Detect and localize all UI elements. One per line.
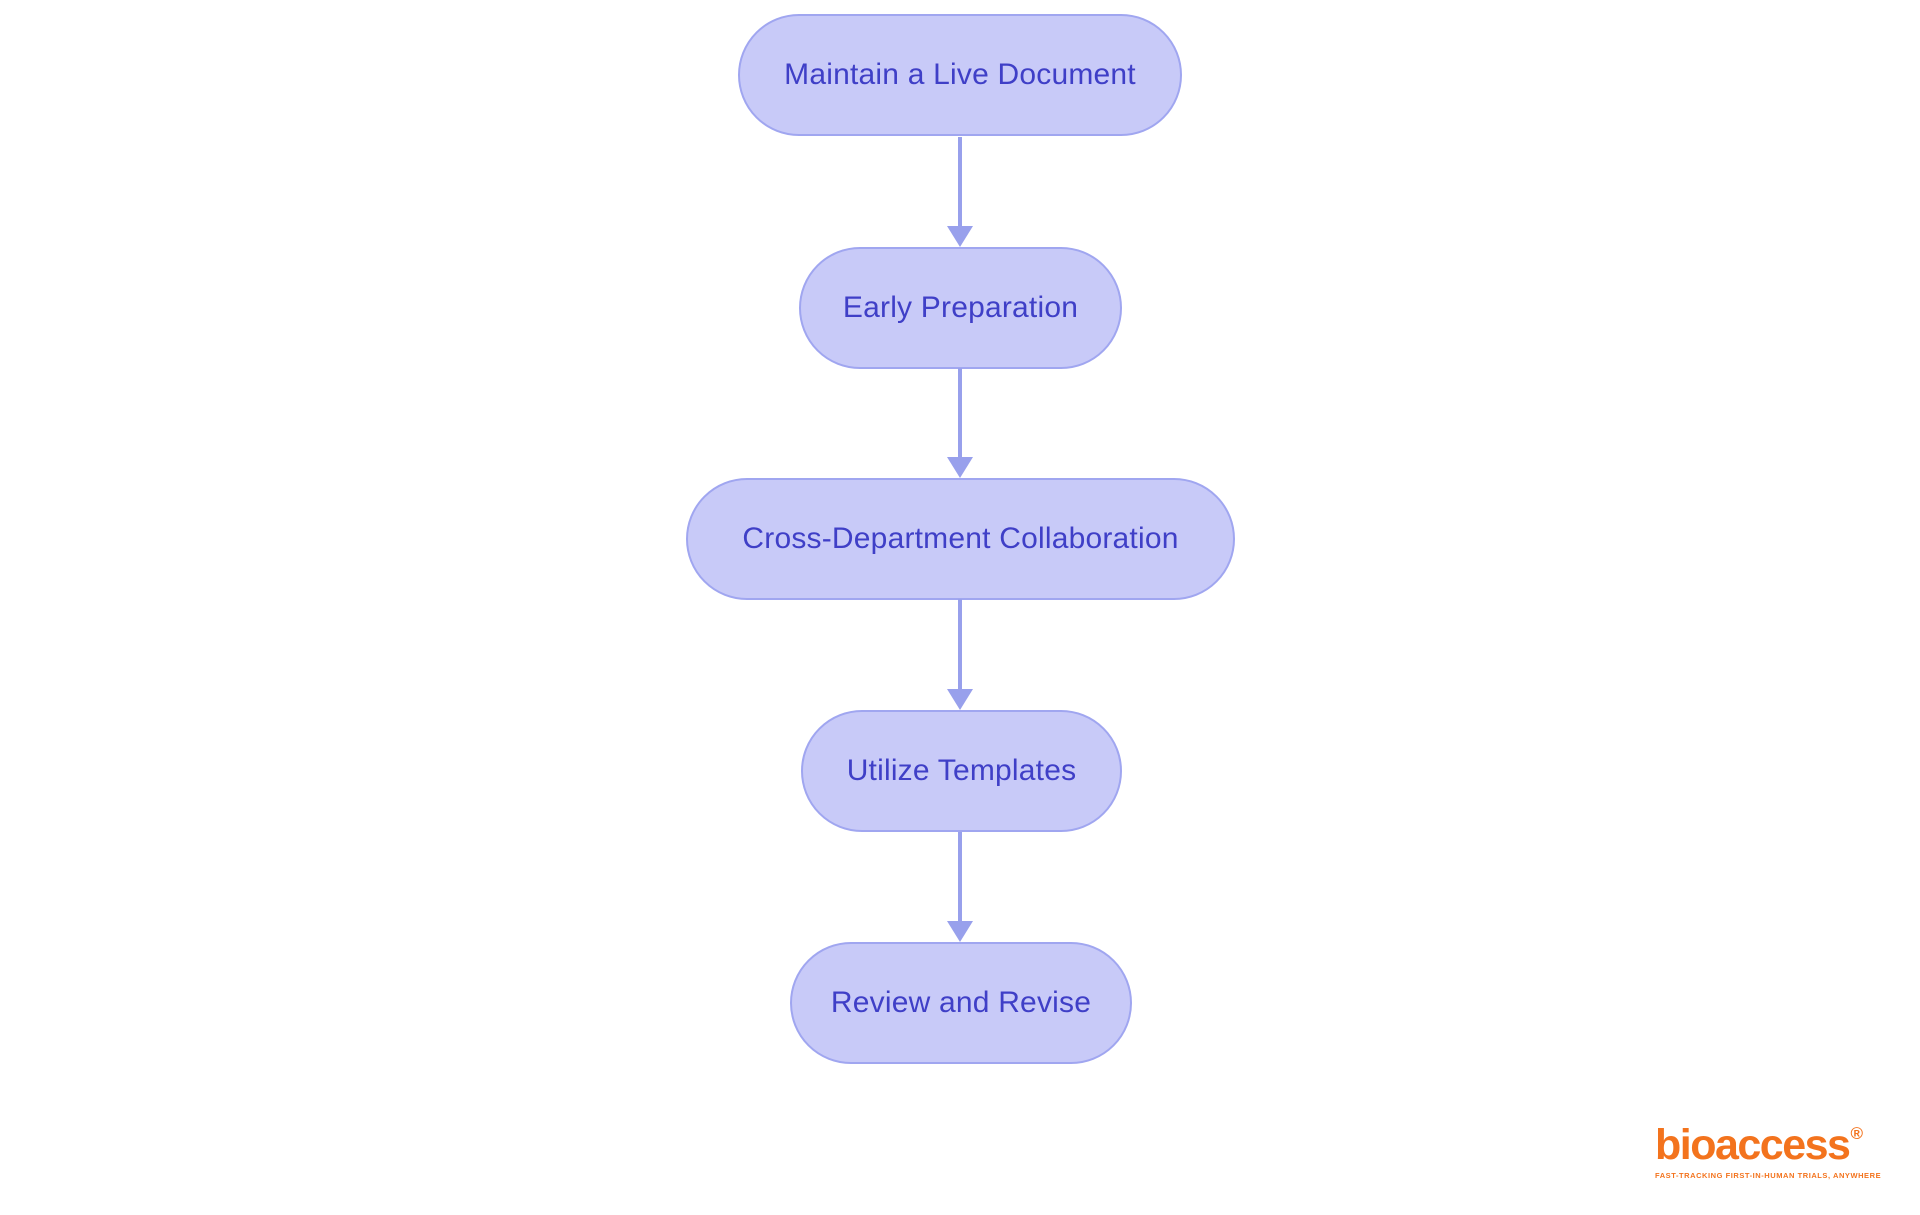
logo-tagline: FAST-TRACKING FIRST-IN-HUMAN TRIALS, ANY… (1655, 1171, 1882, 1180)
logo-text: bioaccess (1655, 1121, 1851, 1169)
arrow-head-icon (947, 921, 973, 942)
arrow-stem (958, 599, 962, 694)
arrow-n3-n4 (947, 599, 973, 710)
arrow-n4-n5 (947, 832, 973, 942)
node-label: Early Preparation (842, 291, 1079, 324)
arrow-stem (958, 832, 962, 926)
arrow-head-icon (947, 226, 973, 247)
node-label: Utilize Templates (846, 754, 1077, 787)
arrow-n2-n3 (947, 368, 973, 478)
node-label: Maintain a Live Document (784, 58, 1136, 91)
arrow-head-icon (947, 457, 973, 478)
arrow-stem (958, 137, 962, 231)
arrow-n1-n2 (947, 137, 973, 247)
node-label: Cross-Department Collaboration (742, 522, 1179, 555)
bioaccess-logo: bioaccess® FAST-TRACKING FIRST-IN-HUMAN … (1655, 1124, 1882, 1181)
logo-wordmark: bioaccess® (1655, 1124, 1881, 1167)
node-label: Review and Revise (830, 986, 1092, 1019)
node-review-and-revise: Review and Revise (790, 942, 1132, 1064)
node-maintain-live-document: Maintain a Live Document (738, 14, 1182, 136)
node-early-preparation: Early Preparation (799, 247, 1122, 369)
arrow-stem (958, 368, 962, 462)
arrow-head-icon (947, 689, 973, 710)
node-utilize-templates: Utilize Templates (801, 710, 1122, 832)
node-cross-department-collaboration: Cross-Department Collaboration (686, 478, 1235, 600)
registered-trademark-icon: ® (1850, 1124, 1863, 1143)
